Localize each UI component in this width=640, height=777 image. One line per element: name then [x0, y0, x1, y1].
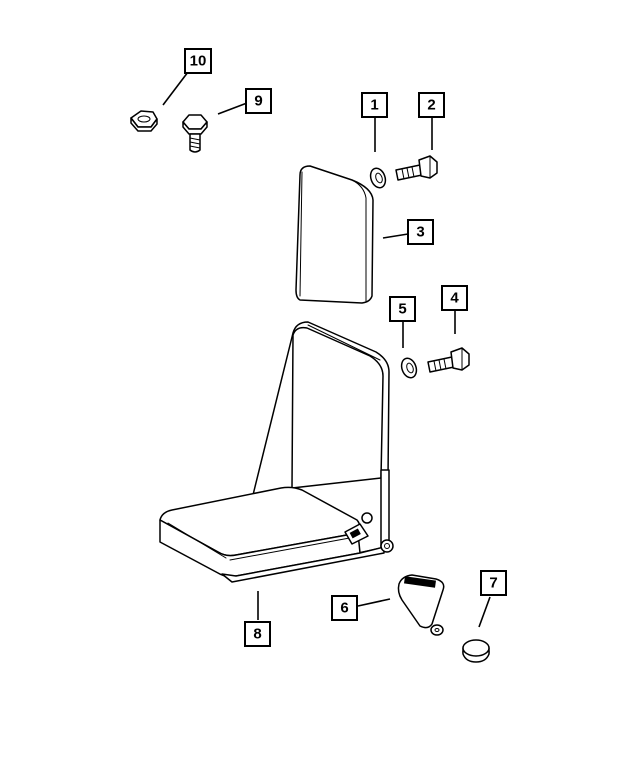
- callout-label-2: 2: [427, 97, 435, 114]
- callout-3: 3: [407, 219, 434, 245]
- callout-7: 7: [480, 570, 507, 596]
- leader-10: [162, 71, 189, 106]
- callout-6: 6: [331, 595, 358, 621]
- leader-9: [217, 102, 248, 115]
- callout-label-7: 7: [489, 575, 497, 592]
- leader-7: [478, 596, 491, 628]
- callout-9: 9: [245, 88, 272, 114]
- callout-label-5: 5: [398, 301, 406, 318]
- callout-label-1: 1: [370, 97, 378, 114]
- leader-6: [357, 598, 391, 607]
- leader-lines: [162, 71, 491, 628]
- headrest-part-3: [295, 165, 374, 304]
- callout-1: 1: [361, 92, 388, 118]
- callout-2: 2: [418, 92, 445, 118]
- callout-label-3: 3: [416, 224, 424, 241]
- hex-bolt-part-9: [182, 114, 208, 153]
- hex-bolt-part-2: [395, 155, 438, 181]
- washer-part-1: [369, 167, 387, 189]
- callout-4: 4: [441, 285, 468, 311]
- hex-bolt-part-4: [427, 347, 470, 373]
- callout-label-9: 9: [254, 93, 262, 110]
- hex-nut-part-10: [130, 110, 158, 132]
- seat-assembly-part-8: [159, 321, 394, 583]
- callout-label-10: 10: [190, 53, 207, 70]
- callout-label-8: 8: [253, 626, 261, 643]
- callout-10: 10: [184, 48, 212, 74]
- callout-label-6: 6: [340, 600, 348, 617]
- washer-part-5: [400, 357, 418, 379]
- cap-part-7: [462, 639, 490, 663]
- callout-8: 8: [244, 621, 271, 647]
- leader-3: [382, 233, 409, 239]
- callout-label-4: 4: [450, 290, 459, 307]
- seat-belt-buckle-part-6: [397, 574, 445, 636]
- callout-5: 5: [389, 296, 416, 322]
